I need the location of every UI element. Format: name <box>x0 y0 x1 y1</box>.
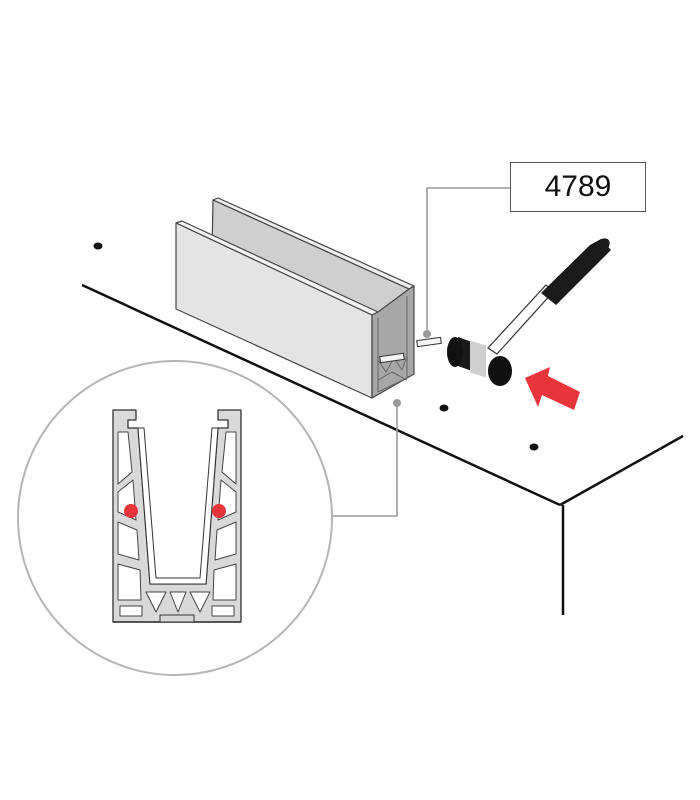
profile-end-face <box>371 285 415 399</box>
anchor-hole <box>529 443 539 451</box>
mallet-grip <box>541 239 611 305</box>
detail-leader-line <box>333 399 401 517</box>
aluminium-channel-profile <box>175 197 415 399</box>
highlight-dot <box>212 504 226 518</box>
highlight-dot <box>124 504 138 518</box>
part-number-label: 4789 <box>510 162 646 212</box>
pin-icon <box>416 336 442 348</box>
anchor-hole <box>439 404 449 412</box>
pins <box>379 336 442 364</box>
anchor-holes <box>93 242 539 451</box>
detail-magnifier-circle <box>17 360 333 676</box>
mallet-head-left-face <box>447 337 463 367</box>
floor-slab <box>81 283 684 615</box>
pin <box>379 352 405 364</box>
mallet-icon <box>447 238 611 386</box>
anchor-hole <box>93 242 103 250</box>
part-leader-line <box>423 187 510 338</box>
mallet-head-ring <box>470 340 486 378</box>
profile-cross-section <box>112 409 242 623</box>
mallet-head-right-face <box>488 356 512 386</box>
insert-direction-arrow-icon <box>525 367 580 410</box>
mallet-handle <box>487 284 554 355</box>
